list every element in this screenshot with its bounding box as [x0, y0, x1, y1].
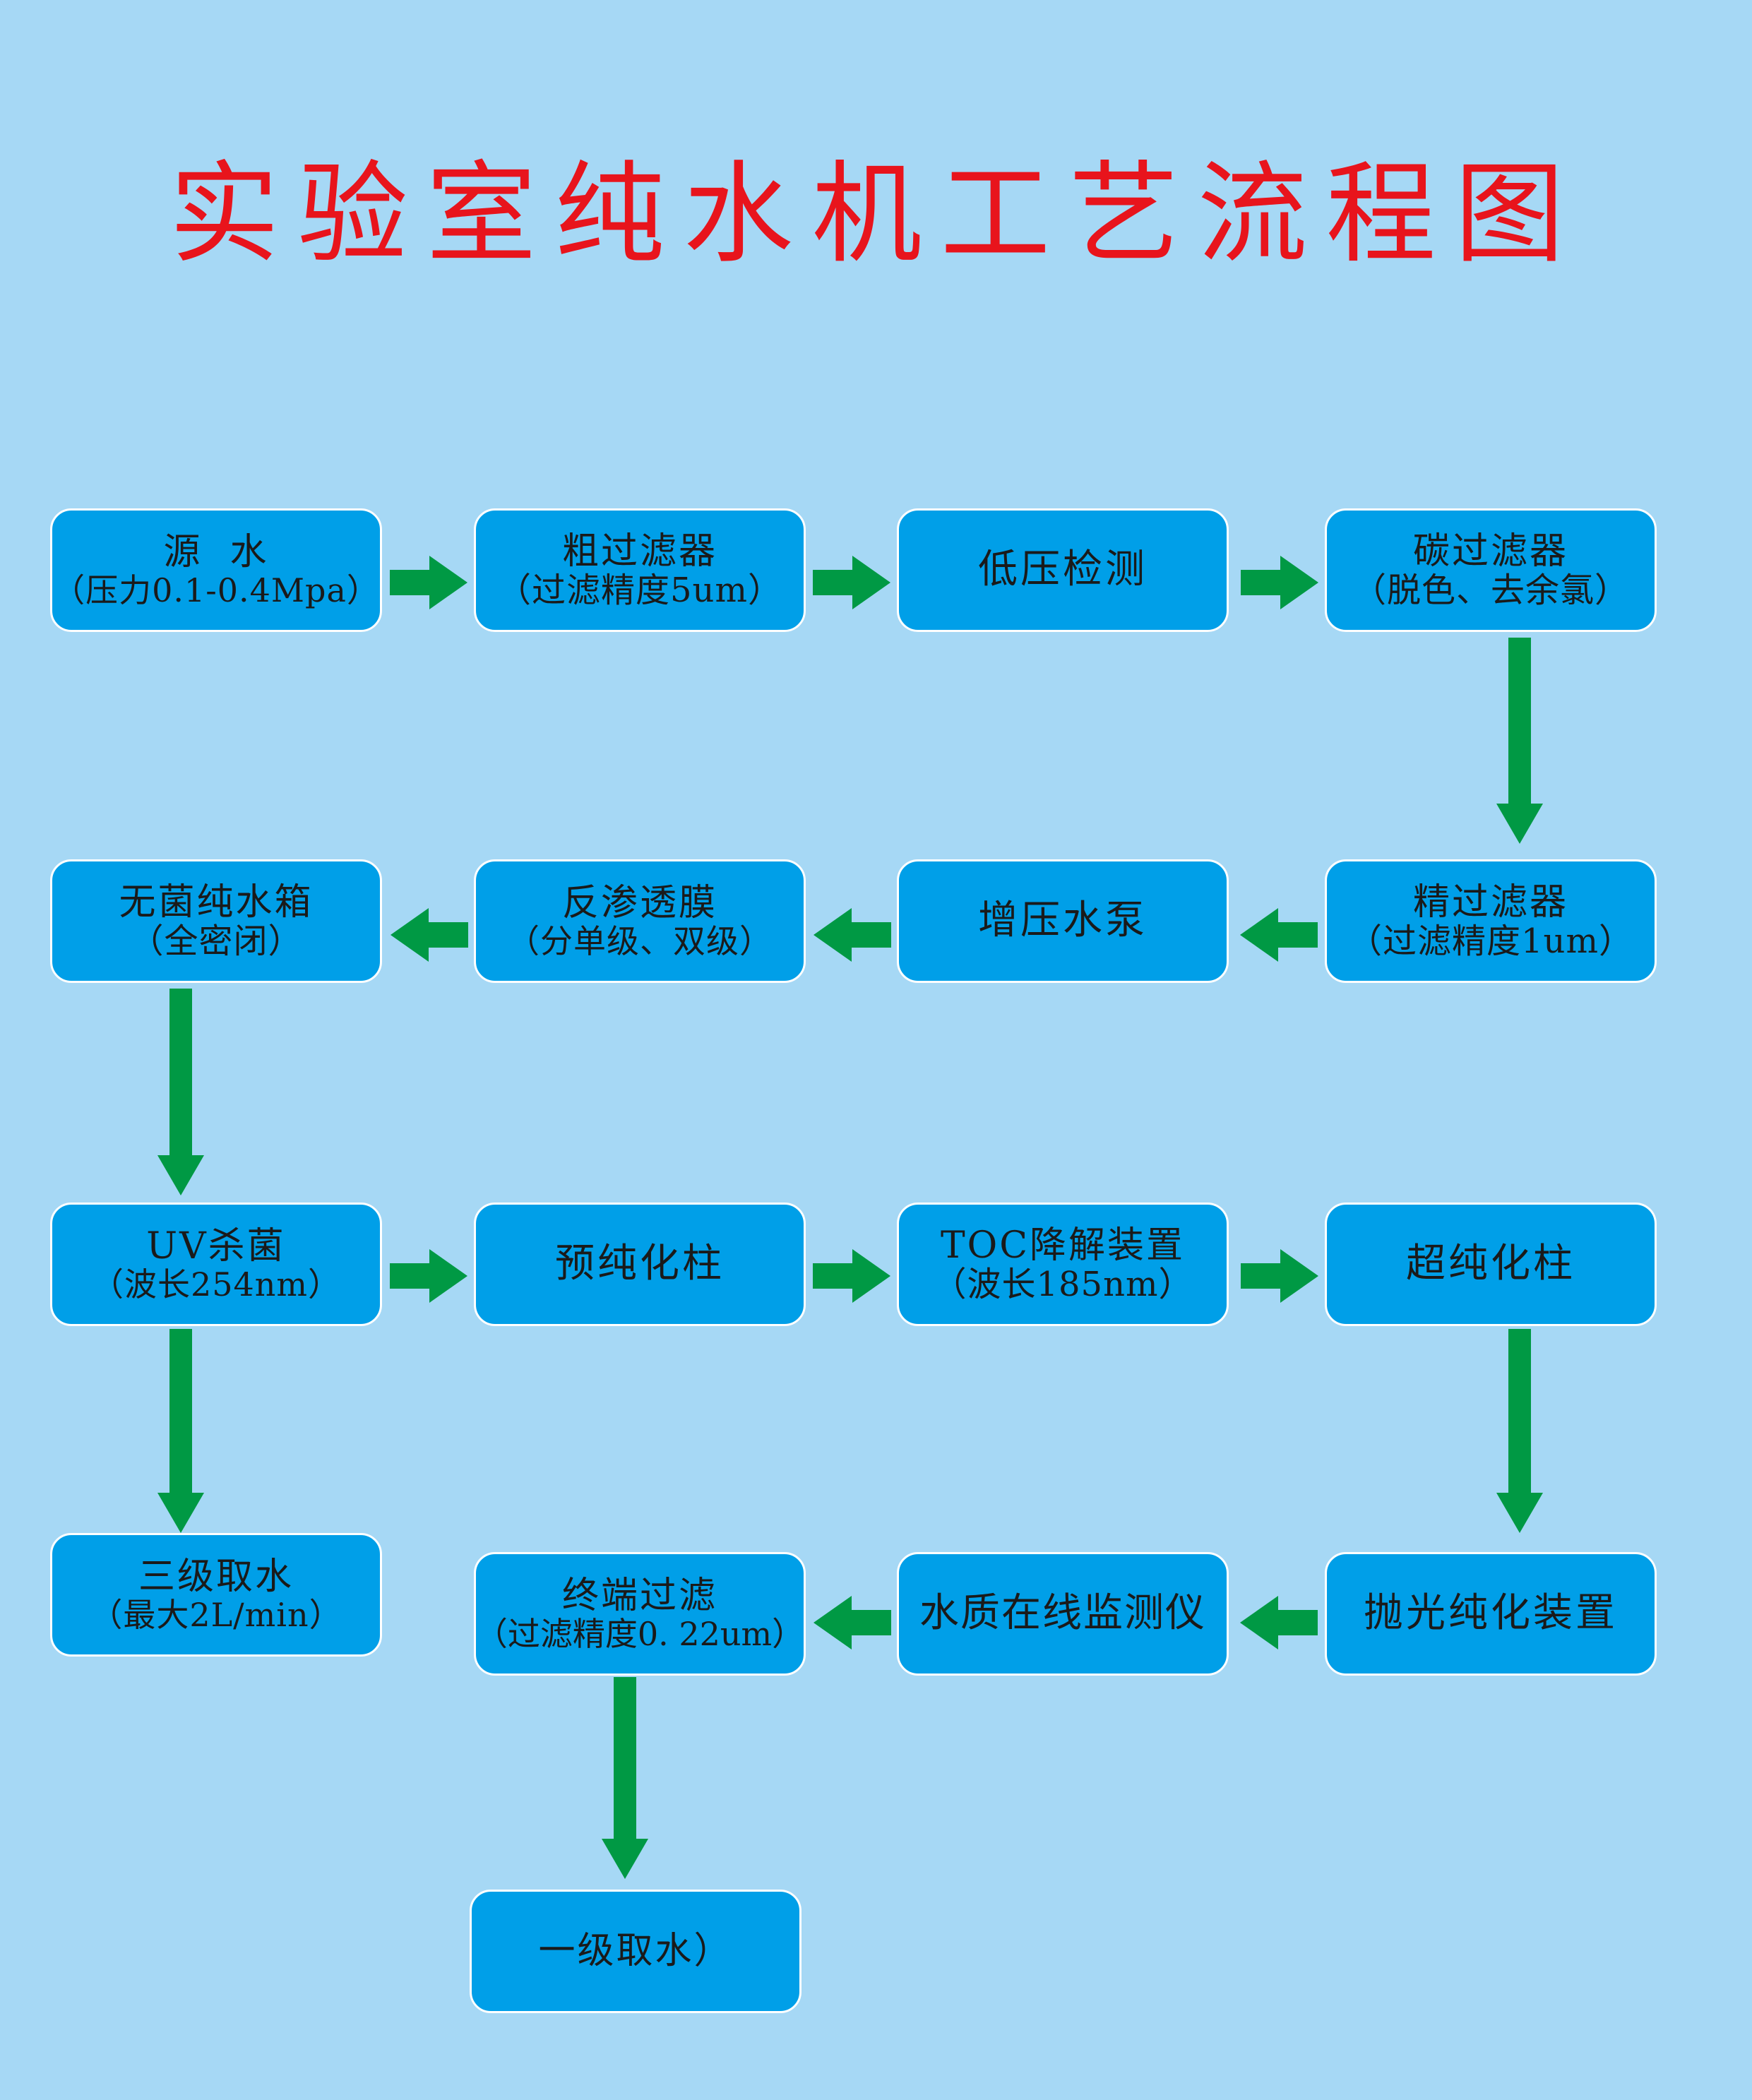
arrow-carbon-to-fine [1496, 638, 1543, 844]
node-sterile-tank-note: （全密闭） [129, 921, 303, 961]
node-pre-pure-column-label: 预纯化柱 [555, 1241, 725, 1287]
node-terminal-filter-note: （过滤精度0. 22um） [475, 1614, 805, 1653]
node-low-pressure-detection: 低压检测 [897, 508, 1229, 632]
arrow-lowpressure-to-carbon [1241, 556, 1318, 609]
node-toc-degradation: TOC降解装置 （波长185nm） [897, 1203, 1229, 1326]
node-toc-degradation-label: TOC降解装置 [940, 1224, 1186, 1267]
arrow-booster-to-ro [814, 908, 891, 962]
arrow-fine-to-booster [1240, 908, 1318, 962]
node-polishing-device: 抛光纯化装置 [1325, 1552, 1657, 1676]
arrow-polishing-to-monitor [1240, 1596, 1318, 1649]
arrow-uv-to-pre [390, 1249, 467, 1303]
node-grade3-water: 三级取水 （最大2L/min） [50, 1533, 382, 1657]
node-sterile-tank-label: 无菌纯水箱 [119, 881, 314, 924]
arrow-ultra-to-polishing [1496, 1329, 1543, 1533]
node-toc-degradation-note: （波长185nm） [932, 1264, 1193, 1304]
arrow-terminal-to-grade1 [602, 1677, 648, 1879]
node-grade3-water-label: 三级取水 [138, 1555, 294, 1598]
node-uv-sterilization: UV杀菌 （波长254nm） [50, 1203, 382, 1326]
node-grade1-water-label: 一级取水） [538, 1930, 733, 1973]
node-fine-filter-note: （过滤精度1um） [1348, 921, 1633, 961]
arrow-tank-to-uv [157, 989, 204, 1195]
node-quality-monitor: 水质在线监测仪 [897, 1552, 1229, 1676]
arrow-coarse-to-lowpressure [813, 556, 890, 609]
page-title: 实验室纯水机工艺流程图 [169, 150, 1583, 278]
node-uv-sterilization-note: （波长254nm） [90, 1265, 342, 1303]
node-ultra-pure-column-label: 超纯化柱 [1406, 1241, 1575, 1287]
node-source-water-label: 源 水 [163, 530, 269, 573]
node-carbon-filter: 碳过滤器 （脱色、去余氯） [1325, 508, 1657, 632]
node-grade1-water: 一级取水） [470, 1890, 801, 2013]
arrow-ro-to-tank [391, 908, 468, 962]
node-coarse-filter: 粗过滤器 （过滤精度5um） [474, 508, 806, 632]
node-reverse-osmosis-note: （分单级、双级） [507, 921, 773, 960]
node-fine-filter-label: 精过滤器 [1412, 881, 1568, 924]
node-carbon-filter-label: 碳过滤器 [1412, 530, 1568, 573]
node-sterile-tank: 无菌纯水箱 （全密闭） [50, 859, 382, 983]
node-booster-pump: 增压水泵 [897, 859, 1229, 983]
node-fine-filter: 精过滤器 （过滤精度1um） [1325, 859, 1657, 983]
node-coarse-filter-note: （过滤精度5um） [497, 570, 782, 610]
node-pre-pure-column: 预纯化柱 [474, 1203, 806, 1326]
node-terminal-filter: 终端过滤 （过滤精度0. 22um） [474, 1552, 806, 1676]
node-quality-monitor-label: 水质在线监测仪 [919, 1590, 1206, 1637]
node-source-water: 源 水 （压力0.1-0.4Mpa） [50, 508, 382, 632]
node-terminal-filter-label: 终端过滤 [561, 1574, 717, 1617]
node-ultra-pure-column: 超纯化柱 [1325, 1203, 1657, 1326]
node-grade3-water-note: （最大2L/min） [90, 1595, 342, 1634]
node-booster-pump-label: 增压水泵 [978, 897, 1148, 944]
arrow-source-to-coarse [390, 556, 467, 609]
node-carbon-filter-note: （脱色、去余氯） [1352, 570, 1629, 610]
arrow-toc-to-ultra [1241, 1249, 1318, 1303]
node-low-pressure-detection-label: 低压检测 [978, 547, 1148, 593]
node-polishing-device-label: 抛光纯化装置 [1364, 1590, 1618, 1637]
node-reverse-osmosis-label: 反渗透膜 [561, 881, 717, 924]
node-source-water-note: （压力0.1-0.4Mpa） [52, 571, 380, 609]
node-uv-sterilization-label: UV杀菌 [146, 1224, 286, 1267]
node-reverse-osmosis: 反渗透膜 （分单级、双级） [474, 859, 806, 983]
node-coarse-filter-label: 粗过滤器 [561, 530, 717, 573]
arrow-monitor-to-terminal [814, 1596, 891, 1649]
arrow-pre-to-toc [813, 1249, 890, 1303]
arrow-uv-to-grade3 [157, 1329, 204, 1533]
